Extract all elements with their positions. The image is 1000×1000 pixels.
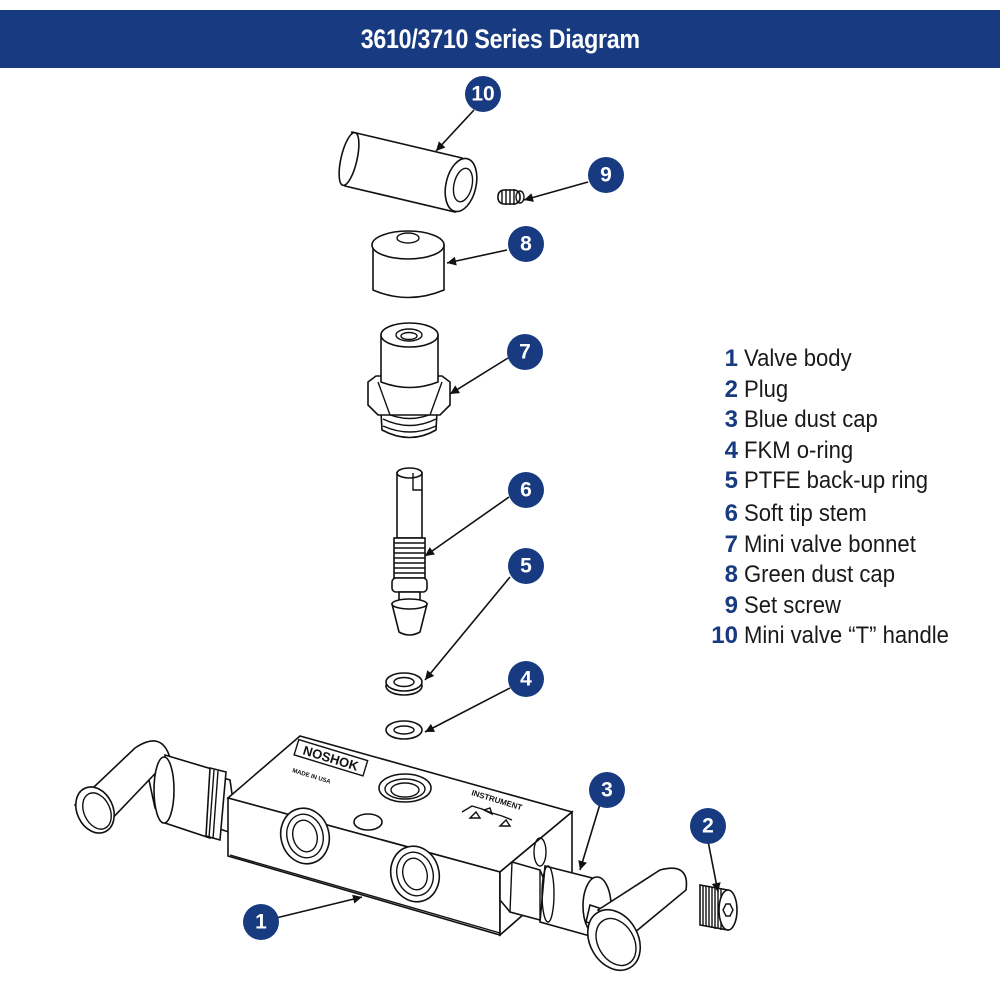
callout-number: 2 <box>702 815 714 838</box>
leader-6 <box>424 496 510 557</box>
leader-2 <box>707 840 721 893</box>
callout-badge-5: 5 <box>508 548 544 584</box>
legend-item: 1 Valve body <box>706 345 996 376</box>
legend-number: 10 <box>711 622 738 650</box>
callout-badge-9: 9 <box>588 157 624 193</box>
leader-3 <box>578 803 601 871</box>
leader-10 <box>435 109 475 152</box>
legend-label: Soft tip stem <box>744 499 867 527</box>
legend-number: 8 <box>724 561 738 589</box>
legend-number: 7 <box>724 530 738 558</box>
callout-badge-2: 2 <box>690 808 726 844</box>
legend-label: Plug <box>744 375 789 403</box>
callout-number: 1 <box>255 911 267 934</box>
legend-label: Mini valve bonnet <box>744 530 916 558</box>
callout-badge-10: 10 <box>465 76 501 112</box>
leader-7 <box>449 357 509 395</box>
callout-badge-3: 3 <box>589 772 625 808</box>
legend-item: 7 Mini valve bonnet <box>706 531 996 562</box>
legend-number: 4 <box>724 436 738 464</box>
legend-label: Blue dust cap <box>744 406 878 434</box>
legend-item: 4 FKM o-ring <box>706 437 996 468</box>
leader-5 <box>424 576 511 681</box>
part-6-stem <box>390 467 429 636</box>
legend-number: 5 <box>724 467 738 495</box>
callout-badge-7: 7 <box>507 334 543 370</box>
legend-number: 9 <box>724 591 738 619</box>
callout-badge-6: 6 <box>508 472 544 508</box>
legend-item: 2 Plug <box>706 376 996 407</box>
callout-number: 7 <box>519 341 531 364</box>
callout-badge-8: 8 <box>508 226 544 262</box>
leader-8 <box>446 249 508 266</box>
leader-lines <box>275 109 721 919</box>
legend-item: 9 Set screw <box>706 592 996 623</box>
part-9-set-screw <box>497 189 525 205</box>
callout-number: 9 <box>600 164 612 187</box>
legend-item: 3 Blue dust cap <box>706 406 996 437</box>
part-7-bonnet <box>367 322 451 439</box>
legend-item: 10 Mini valve “T” handle <box>706 622 996 653</box>
legend-item: 8 Green dust cap <box>706 561 996 592</box>
callout-number: 6 <box>520 479 532 502</box>
callout-number: 10 <box>471 83 494 106</box>
callout-badge-1: 1 <box>243 904 279 940</box>
leader-1 <box>275 894 363 919</box>
callout-number: 4 <box>520 668 532 691</box>
part-5-backup-ring <box>385 672 423 696</box>
callout-number: 3 <box>601 779 613 802</box>
callout-number: 8 <box>520 233 532 256</box>
legend-label: Set screw <box>744 591 841 619</box>
title-banner: 3610/3710 Series Diagram <box>0 10 1000 68</box>
part-2-plug <box>699 884 738 931</box>
legend-label: FKM o-ring <box>744 436 854 464</box>
legend-number: 2 <box>724 375 738 403</box>
legend-item: 6 Soft tip stem <box>706 500 996 531</box>
right-valve-assembly <box>499 861 688 971</box>
page-title: 3610/3710 Series Diagram <box>360 23 640 54</box>
leader-4 <box>424 687 511 733</box>
legend-label: Valve body <box>744 345 852 372</box>
legend-label: Mini valve “T” handle <box>744 622 949 650</box>
leader-9 <box>523 181 589 202</box>
legend-number: 1 <box>724 345 738 372</box>
legend-label: Green dust cap <box>744 561 895 589</box>
left-valve-assembly <box>73 740 239 842</box>
parts-legend: 1 Valve body 2 Plug 3 Blue dust cap 4 FK… <box>706 345 996 653</box>
legend-number: 3 <box>724 406 738 434</box>
legend-label: PTFE back-up ring <box>744 467 929 495</box>
legend-item: 5 PTFE back-up ring <box>706 467 996 498</box>
callout-number: 5 <box>520 555 532 578</box>
part-10-t-handle <box>338 131 478 213</box>
part-1-valve-body: NOSHOK MADE IN USA INSTRUMENT <box>226 735 574 937</box>
callout-badge-4: 4 <box>508 661 544 697</box>
legend-number: 6 <box>724 499 738 527</box>
part-4-o-ring <box>385 720 423 740</box>
part-8-green-dust-cap <box>371 230 445 299</box>
